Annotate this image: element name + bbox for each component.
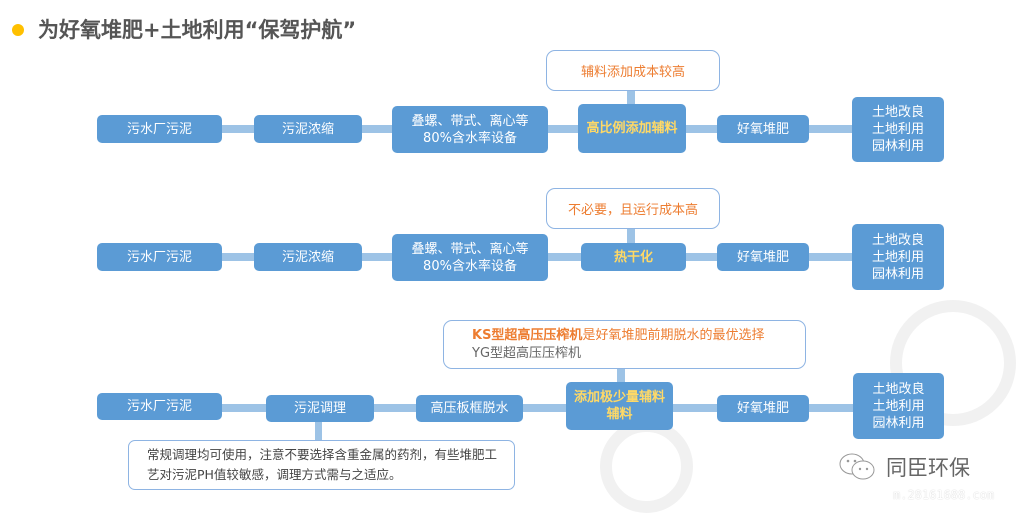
step-compost: 好氧堆肥: [717, 395, 809, 422]
callout-connector: [627, 90, 635, 106]
step-thermal-drying: 热干化: [581, 243, 686, 271]
page-title: 为好氧堆肥+土地利用“保驾护航”: [38, 18, 357, 42]
step-line: 叠螺、带式、离心等: [411, 113, 529, 129]
step-compost: 好氧堆肥: [717, 243, 809, 271]
conditioning-note: 常规调理均可使用，注意不要选择含重金属的药剂，有些堆肥工艺对污泥PH值较敏感，调…: [128, 440, 515, 490]
final-item: 土地改良: [871, 105, 924, 120]
step-conditioning: 污泥调理: [266, 395, 374, 422]
step-low-additive: 添加极少量辅料辅料: [566, 382, 673, 430]
bullet-dot: [12, 24, 24, 36]
callout-cost: 辅料添加成本较高: [546, 50, 720, 91]
callout-unnecessary: 不必要，且运行成本高: [546, 188, 720, 229]
wechat-icon: [839, 453, 875, 480]
step-line: 叠螺、带式、离心等: [411, 241, 529, 257]
press-name-ks: KS型超高压压榨机: [472, 327, 583, 343]
step-compost: 好氧堆肥: [717, 115, 809, 143]
step-sludge: 污水厂污泥: [97, 115, 222, 143]
final-item: 土地利用: [871, 122, 924, 137]
final-item: 土地利用: [872, 398, 925, 414]
step-land-use: 土地改良土地利用园林利用: [852, 224, 944, 290]
brand-logo: 同臣环保: [838, 452, 970, 482]
final-item: 土地利用: [871, 249, 924, 265]
final-item: 土地改良: [872, 381, 925, 397]
brand-name: 同臣环保: [886, 456, 970, 480]
callout-connector: [627, 228, 635, 244]
note-connector: [315, 422, 322, 440]
step-thicken: 污泥浓缩: [254, 115, 362, 143]
step-line: 80%含水率设备: [423, 258, 517, 274]
flow-line: [160, 404, 900, 412]
step-filter-press: 高压板框脱水: [416, 395, 523, 422]
press-desc: 是好氧堆肥前期脱水的最优选择: [582, 327, 765, 343]
step-land-use: 土地改良土地利用园林利用: [852, 97, 944, 162]
step-sludge: 污水厂污泥: [97, 243, 222, 271]
press-name-yg: YG型超高压压榨机: [472, 345, 582, 361]
final-item: 园林利用: [871, 139, 924, 154]
callout-press: KS型超高压压榨机是好氧堆肥前期脱水的最优选择 YG型超高压压榨机: [443, 320, 806, 369]
final-item: 园林利用: [871, 266, 924, 282]
watermark: m.28161688.com: [893, 488, 995, 502]
step-line: 80%含水率设备: [423, 130, 517, 146]
callout-connector: [617, 369, 625, 383]
decor-circle: [600, 420, 693, 513]
step-high-additive: 高比例添加辅料: [578, 104, 686, 153]
final-item: 园林利用: [872, 415, 925, 431]
final-item: 土地改良: [871, 232, 924, 248]
step-thicken: 污泥浓缩: [254, 243, 362, 271]
callout-line1: KS型超高压压榨机是好氧堆肥前期脱水的最优选择: [472, 327, 764, 345]
step-land-use: 土地改良土地利用园林利用: [853, 373, 944, 439]
step-sludge: 污水厂污泥: [97, 393, 222, 420]
